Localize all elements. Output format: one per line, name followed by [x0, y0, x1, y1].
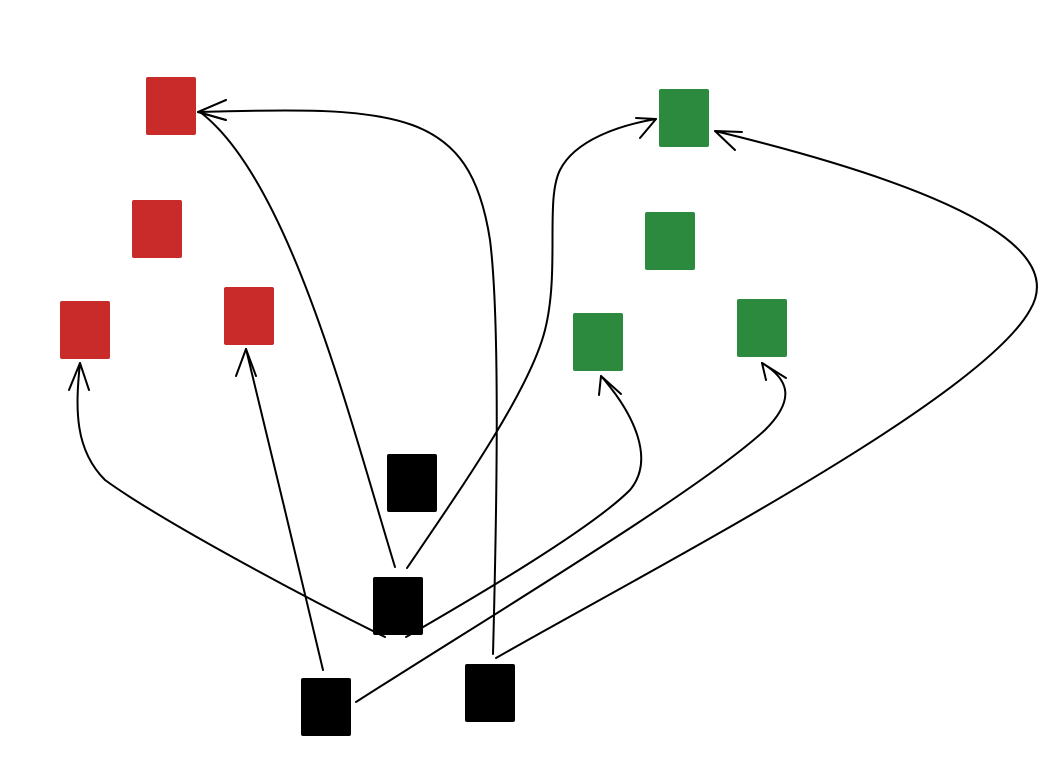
green-node-g1[interactable]	[659, 89, 709, 147]
edge-b3-r4	[245, 348, 324, 671]
edge-b3-g4	[355, 362, 787, 703]
arrowhead-b3-g4	[761, 362, 787, 381]
black-node-b2[interactable]	[373, 577, 423, 635]
arrowhead-b3-r4	[235, 348, 257, 377]
green-node-g3[interactable]	[573, 313, 623, 371]
black-node-b4[interactable]	[465, 664, 515, 722]
edge-b2-r1	[199, 111, 396, 568]
green-node-g4[interactable]	[737, 299, 787, 357]
edge-b2-r3	[76, 362, 386, 638]
arrowhead-b4-g1	[714, 130, 743, 151]
edge-b4-g1	[495, 130, 1038, 659]
red-node-r4[interactable]	[224, 287, 274, 345]
arrowhead-b2-g1	[635, 117, 657, 139]
black-node-b3[interactable]	[301, 678, 351, 736]
arrowhead-b2-g3	[598, 375, 622, 396]
edge-b2-g3	[405, 375, 643, 638]
green-node-g2[interactable]	[645, 212, 695, 270]
edge-b4-r1	[197, 109, 498, 655]
edge-b2-g1	[406, 118, 657, 569]
edges-layer	[68, 99, 1038, 703]
arrowhead-b2-r3	[68, 362, 90, 391]
nodes-layer	[60, 77, 787, 736]
red-node-r3[interactable]	[60, 301, 110, 359]
black-node-b1[interactable]	[387, 454, 437, 512]
arrowhead-b4-r1	[197, 99, 227, 121]
red-node-r2[interactable]	[132, 200, 182, 258]
red-node-r1[interactable]	[146, 77, 196, 135]
